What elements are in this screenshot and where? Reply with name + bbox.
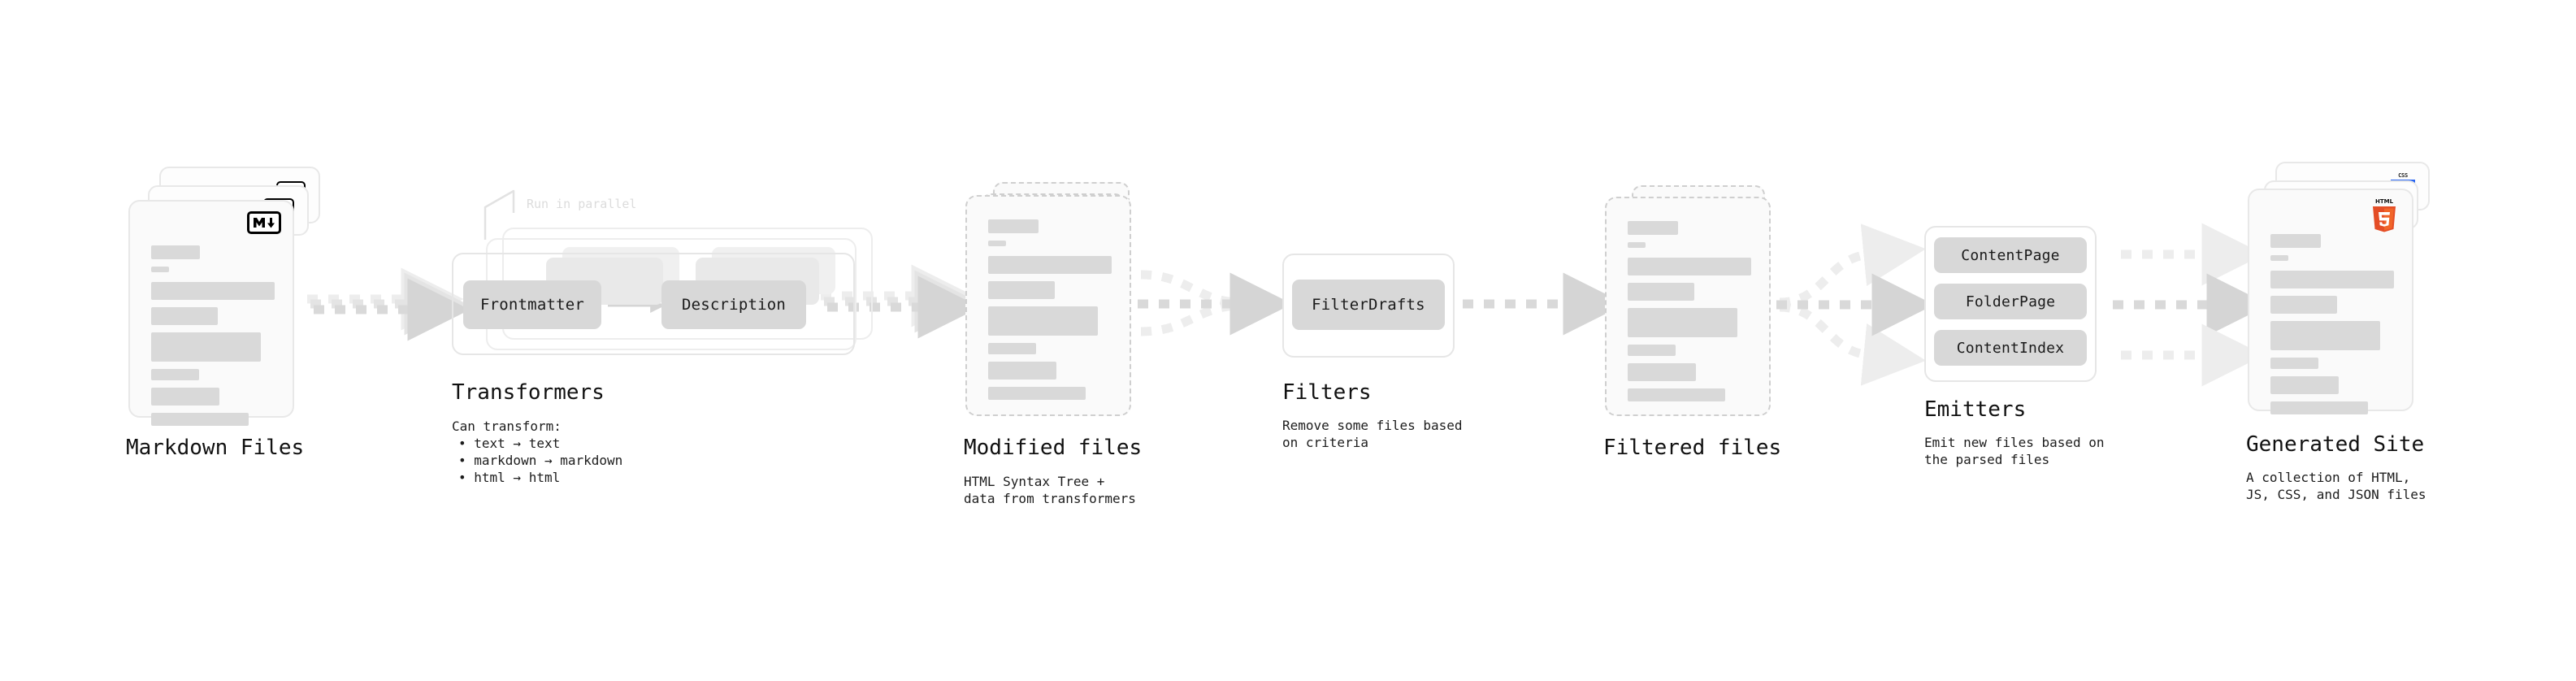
- pill-contentindex[interactable]: ContentIndex: [1934, 330, 2087, 366]
- emitters-subtitle: Emit new files based on the parsed files: [1924, 435, 2105, 467]
- generated-site-title: Generated Site: [2246, 432, 2425, 457]
- content-bar: [151, 307, 219, 325]
- content-bar: [2270, 234, 2321, 248]
- pill-frontmatter[interactable]: Frontmatter: [463, 280, 601, 329]
- content-bar: [2270, 376, 2339, 394]
- transformers-title: Transformers: [452, 380, 605, 405]
- content-bar: [1628, 388, 1726, 401]
- emitters-title: Emitters: [1924, 397, 2027, 422]
- content-bar: [1628, 221, 1678, 235]
- content-bar: [2270, 255, 2288, 261]
- transformers-bullet: html → html: [458, 469, 622, 486]
- content-bar: [988, 241, 1006, 246]
- content-bar: [2270, 401, 2369, 414]
- markdown-files-title: Markdown Files: [126, 436, 305, 460]
- content-bar: [151, 413, 249, 426]
- content-bar: [151, 245, 200, 259]
- content-bar: [151, 332, 262, 362]
- arrow-emitters-to-site: [2113, 223, 2270, 387]
- content-bar: [1628, 258, 1751, 275]
- transformer-panel-front: [452, 253, 855, 355]
- content-bar: [988, 219, 1039, 233]
- transformers-bullet: markdown → markdown: [458, 452, 622, 469]
- markdown-card-front: [128, 200, 294, 426]
- pill-contentpage[interactable]: ContentPage: [1934, 237, 2087, 273]
- content-bar: [151, 388, 219, 406]
- arrow-filtered-to-emitters: [1776, 223, 1935, 386]
- site-card-front: HTML: [2248, 189, 2413, 414]
- css-icon-text: CSS: [2398, 172, 2408, 179]
- markdown-icon: [247, 211, 281, 234]
- content-bar: [151, 267, 169, 272]
- markdown-card-content: [151, 245, 275, 433]
- arrow-markdown-to-transformers: [307, 267, 471, 341]
- transformers-bullet-list: text → text markdown → markdown html → h…: [458, 435, 622, 486]
- content-bar: [151, 282, 275, 300]
- content-bar: [151, 369, 200, 380]
- arrow-modified-to-filters: [1138, 270, 1293, 336]
- content-bar: [2270, 358, 2319, 369]
- content-bar: [2270, 321, 2381, 350]
- content-bar: [2270, 296, 2338, 314]
- html5-icon: HTML: [2368, 197, 2400, 234]
- svg-text:HTML: HTML: [2375, 198, 2394, 205]
- content-bar: [988, 281, 1056, 299]
- content-bar: [2270, 271, 2394, 288]
- transformers-intro: Can transform:: [452, 419, 562, 434]
- content-bar: [988, 387, 1086, 400]
- transformers-bullet: text → text: [458, 435, 622, 452]
- filtered-files-title: Filtered files: [1603, 436, 1782, 460]
- pill-folderpage[interactable]: FolderPage: [1934, 284, 2087, 319]
- content-bar: [1628, 345, 1676, 356]
- site-card-content: [2270, 234, 2394, 422]
- modified-card-front: [965, 195, 1131, 416]
- content-bar: [1628, 283, 1695, 301]
- content-bar: [988, 362, 1056, 380]
- modified-card-content: [988, 219, 1112, 407]
- content-bar: [988, 256, 1112, 274]
- modified-files-title: Modified files: [964, 436, 1143, 460]
- generated-site-subtitle: A collection of HTML, JS, CSS, and JSON …: [2246, 470, 2426, 502]
- pill-filterdrafts[interactable]: FilterDrafts: [1292, 280, 1445, 330]
- content-bar: [1628, 242, 1646, 248]
- content-bar: [988, 343, 1037, 354]
- filters-title: Filters: [1282, 380, 1372, 405]
- filtered-card-front: [1605, 197, 1771, 416]
- content-bar: [1628, 363, 1696, 381]
- content-bar: [988, 306, 1099, 336]
- filters-subtitle: Remove some files based on criteria: [1282, 418, 1463, 450]
- run-in-parallel-label: Run in parallel: [527, 197, 637, 211]
- modified-files-subtitle: HTML Syntax Tree + data from transformer…: [964, 474, 1136, 506]
- pill-description[interactable]: Description: [661, 280, 806, 329]
- content-bar: [1628, 308, 1738, 337]
- filtered-card-content: [1628, 221, 1751, 409]
